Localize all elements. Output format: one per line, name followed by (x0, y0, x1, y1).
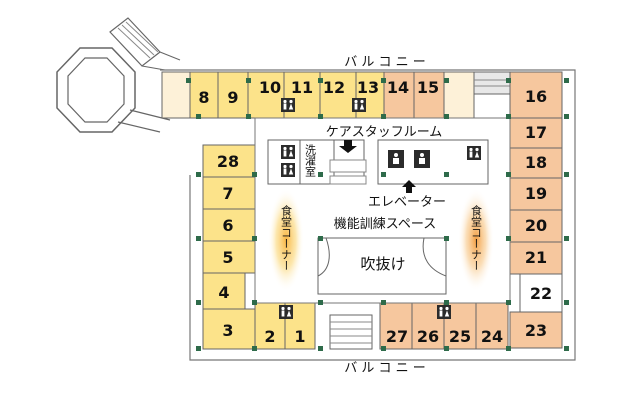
room-21-label: 21 (525, 248, 547, 267)
elevator-label: エレベーター (368, 195, 446, 210)
rooms-left-column (202, 144, 256, 350)
room-4-label: 4 (218, 283, 229, 302)
room-2-label: 2 (264, 327, 275, 346)
room-1-label: 1 (294, 327, 305, 346)
toilet-icon (281, 145, 295, 159)
room-14-label: 14 (387, 78, 409, 97)
room-27-label: 27 (386, 327, 408, 346)
care-staff-room-label: ケアスタッフルーム (326, 125, 443, 140)
toilet-icon (281, 163, 295, 177)
toilet-icon (437, 305, 451, 319)
room-20-label: 20 (525, 216, 547, 235)
room-5-label: 5 (222, 248, 233, 267)
room-17-label: 17 (525, 123, 547, 142)
room-3-label: 3 (222, 321, 233, 340)
toilet-icon (467, 146, 481, 160)
laundry-room-label: 洗濯室 (304, 144, 317, 177)
dining-right-label: 食堂コーナー (470, 204, 483, 271)
toilet-icon (279, 305, 293, 319)
dining-glow-right (458, 188, 494, 292)
room-26-label: 26 (417, 327, 439, 346)
structural-columns (186, 78, 569, 351)
room-13-label: 13 (357, 78, 379, 97)
room-18-label: 18 (525, 153, 547, 172)
room-28-label: 28 (217, 152, 239, 171)
octagon-tower (56, 47, 171, 133)
room-16-label: 16 (525, 87, 547, 106)
room-25-label: 25 (449, 327, 471, 346)
arrow-down-icon (339, 140, 357, 153)
room-23-label: 23 (525, 321, 547, 340)
balcony-top-label: バ ル コ ニ ー (344, 55, 426, 70)
training-space-label: 機能訓練スペース (334, 216, 436, 232)
atrium (317, 237, 447, 295)
dining-left-label: 食堂コーナー (280, 204, 293, 271)
atrium-label: 吹抜け (360, 255, 405, 273)
elevator-icon (414, 150, 430, 168)
toilet-icon (352, 98, 366, 112)
arrow-up-icon (402, 180, 416, 193)
room-9-label: 9 (227, 88, 238, 107)
room-11-label: 11 (291, 78, 313, 97)
rooms-right-column (509, 71, 563, 349)
room-19-label: 19 (525, 184, 547, 203)
room-10-label: 10 (259, 78, 281, 97)
room-6-label: 6 (222, 216, 233, 235)
room-8-label: 8 (198, 88, 209, 107)
room-15-label: 15 (417, 78, 439, 97)
dining-glow-left (268, 188, 304, 292)
stair-bridge (109, 17, 181, 71)
room-12-label: 12 (323, 78, 345, 97)
elevator-icon (388, 150, 404, 168)
room-24-label: 24 (481, 327, 503, 346)
care-staff-area (267, 139, 489, 185)
balcony-bottom-label: バ ル コ ニ ー (344, 361, 426, 376)
rooms-bottom-row (254, 302, 509, 350)
room-22-label: 22 (530, 284, 552, 303)
room-7-label: 7 (222, 184, 233, 203)
toilet-icon (281, 98, 295, 112)
